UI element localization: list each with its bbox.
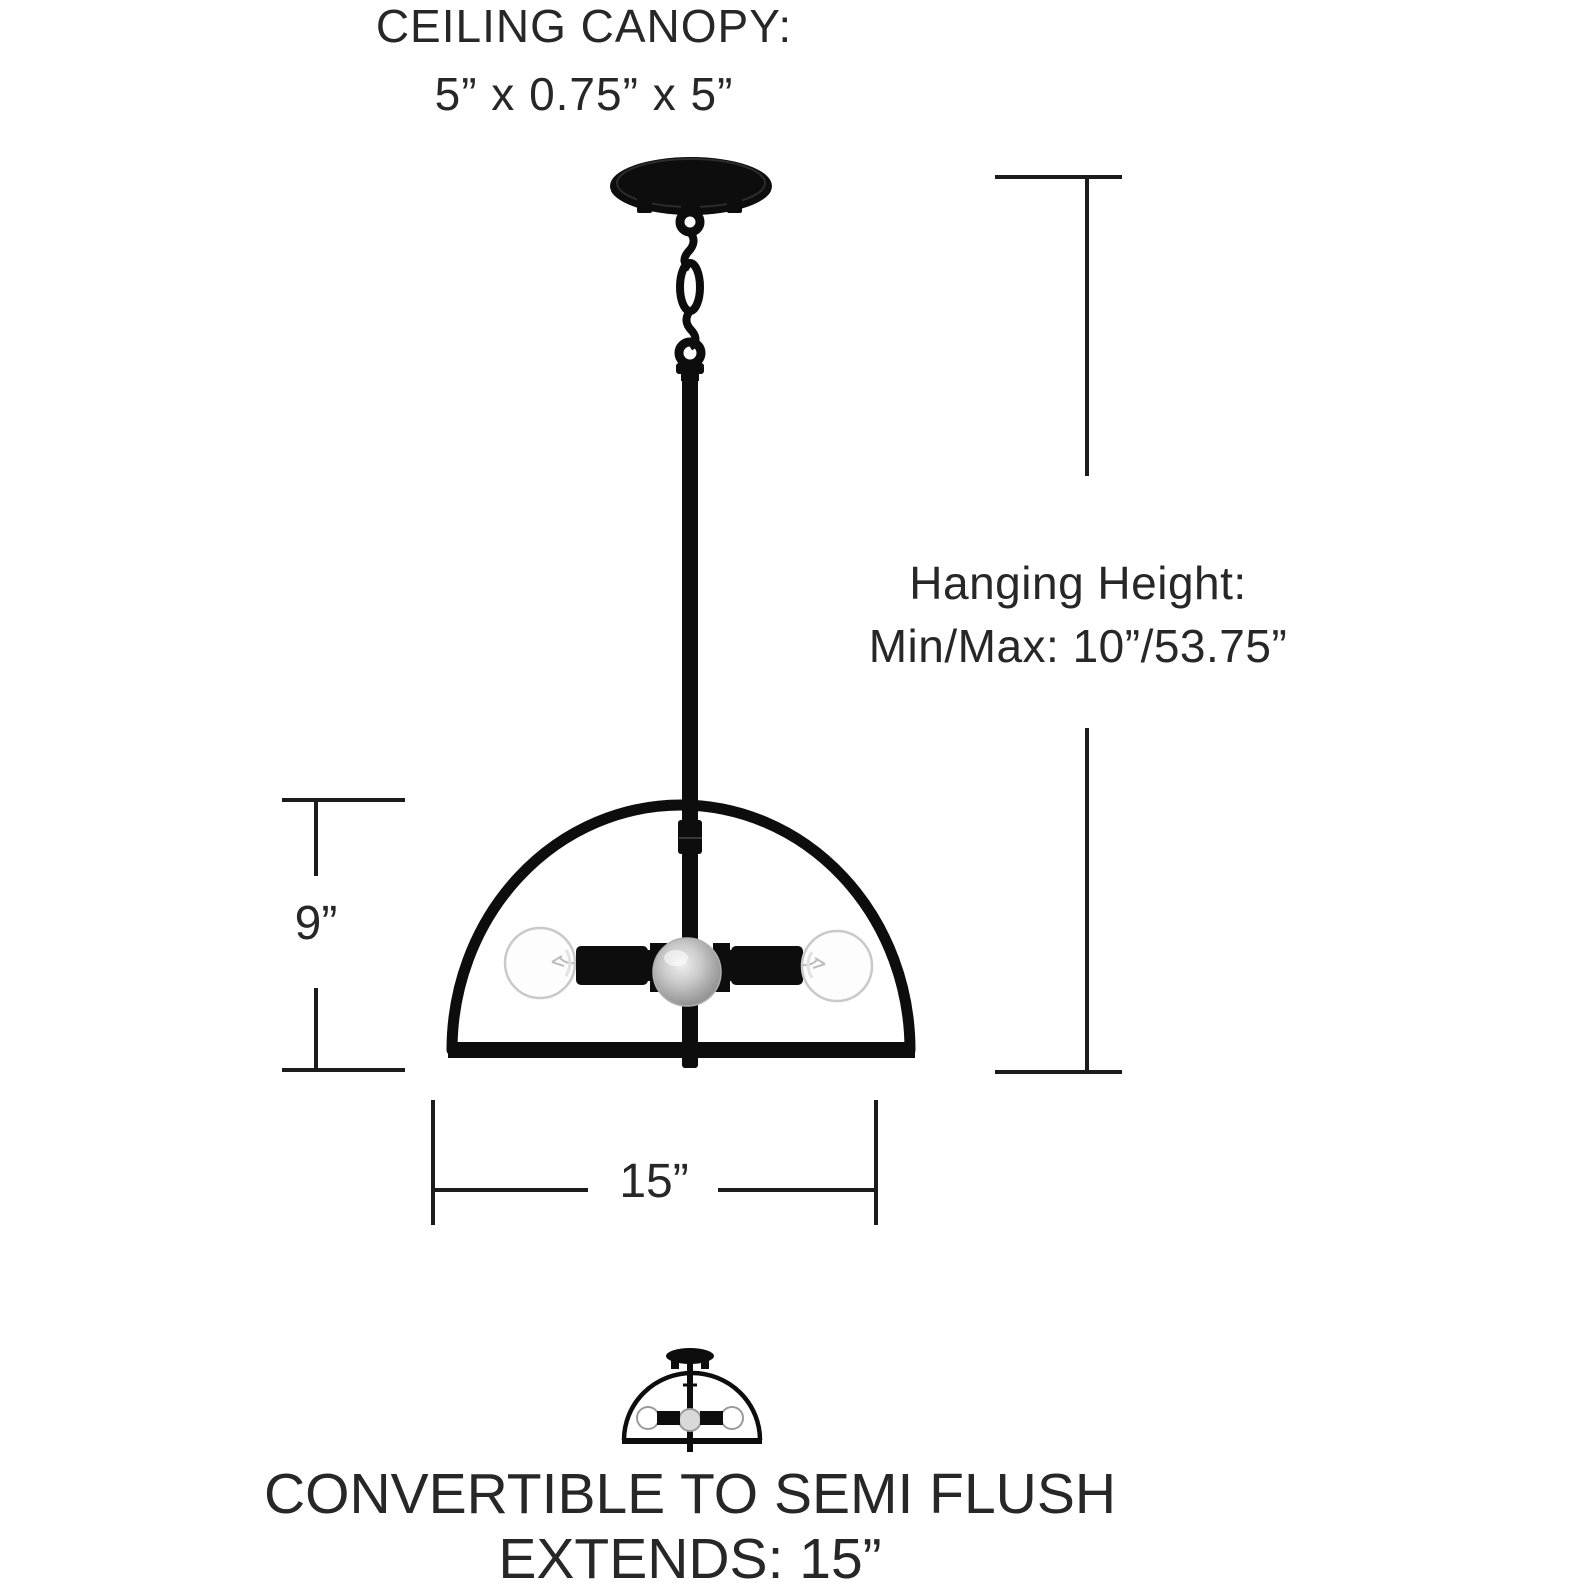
- semi-flush-left-bulb: [636, 1406, 660, 1430]
- ceiling-canopy-label-line2: 5” x 0.75” x 5”: [434, 68, 734, 120]
- canopy-screw-left: [637, 196, 652, 213]
- canopy-screw-right: [727, 196, 742, 213]
- ceiling-canopy-label-line1: CEILING CANOPY:: [375, 0, 793, 52]
- center-bulb-highlight: [664, 950, 688, 966]
- shade-width-dimension-line: [431, 1100, 878, 1225]
- right-socket: [723, 946, 803, 985]
- hanging-height-label: Hanging Height: Min/Max: 10”/53.75”: [678, 552, 1478, 678]
- pendant-fixture-drawing: [446, 157, 916, 1068]
- semi-flush-left-socket: [657, 1411, 680, 1425]
- left-bulb: [503, 926, 577, 1000]
- ceiling-canopy-label: CEILING CANOPY: 5” x 0.75” x 5”: [184, 0, 984, 128]
- convertible-to-semi-flush-label: CONVERTIBLE TO SEMI FLUSH EXTENDS: 15”: [140, 1462, 1240, 1592]
- left-bulb-filament: [551, 955, 575, 967]
- semi-flush-right-socket: [700, 1411, 723, 1425]
- hanging-height-dimension-line: [995, 175, 1122, 1074]
- canopy-disc: [610, 157, 772, 215]
- center-bulb: [652, 937, 722, 1007]
- hanging-height-label-line1: Hanging Height:: [909, 557, 1247, 609]
- hanging-height-label-line2: Min/Max: 10”/53.75”: [868, 620, 1288, 672]
- right-bulb: [800, 929, 874, 1003]
- semi-flush-center-bulb: [678, 1408, 702, 1432]
- shade-width-label: 15”: [619, 1155, 689, 1208]
- semi-flush-fixture-icon: [621, 1348, 763, 1452]
- hanging-chain: [674, 207, 706, 369]
- convertible-label-line1: CONVERTIBLE TO SEMI FLUSH: [263, 1462, 1117, 1526]
- semi-flush-dome: [621, 1370, 763, 1441]
- shade-height-dimension-line: [282, 798, 405, 1072]
- dome-frame: [446, 799, 916, 1058]
- shade-height-label: 9”: [294, 897, 338, 950]
- down-rod: [678, 378, 702, 1068]
- semi-flush-right-bulb: [720, 1406, 744, 1430]
- right-bulb-filament: [802, 957, 826, 969]
- convertible-label-line2: EXTENDS: 15”: [498, 1527, 882, 1591]
- rod-collar: [676, 363, 704, 381]
